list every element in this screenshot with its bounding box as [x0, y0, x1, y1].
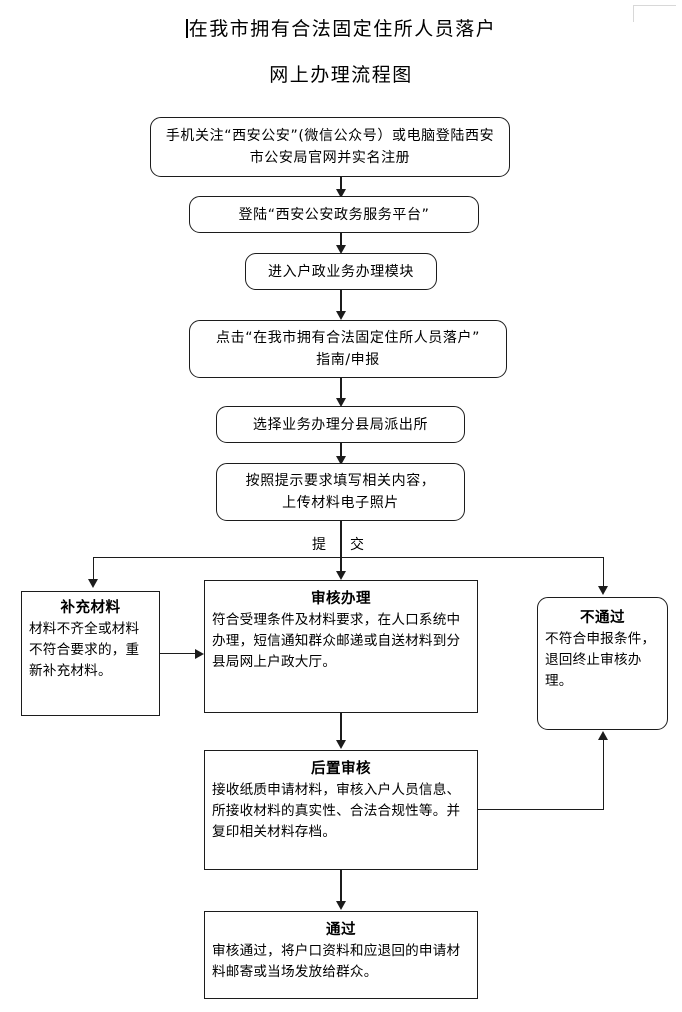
node-reject[interactable]: 不通过 不符合申报条件，退回终止审核办理。	[537, 597, 668, 730]
node-reject-body: 不符合申报条件，退回终止审核办理。	[545, 631, 656, 689]
branch-bus-horizontal	[93, 557, 604, 559]
node-step4[interactable]: 点击“在我市拥有合法固定住所人员落户” 指南/申报	[189, 320, 507, 378]
node-pass[interactable]: 通过 审核通过，将户口资料和应退回的申请材料邮寄或当场发放给群众。	[204, 911, 478, 999]
connector-postreview-reject-horizontal	[478, 809, 603, 811]
node-step2[interactable]: 登陆“西安公安政务服务平台”	[189, 196, 479, 233]
arrow-postreview-pass	[336, 901, 346, 910]
title-line-2: 网上办理流程图	[269, 64, 413, 86]
node-step2-line1: 登陆“西安公安政务服务平台”	[238, 206, 430, 223]
connector-supplement-review	[160, 653, 196, 655]
connector-step6-bus	[340, 521, 342, 557]
arrow-bus-review	[336, 571, 346, 580]
text-caret	[185, 19, 188, 38]
arrow-bus-reject	[598, 586, 608, 595]
connector-postreview-pass	[340, 870, 342, 903]
node-step3[interactable]: 进入户政业务办理模块	[245, 253, 437, 290]
node-step5[interactable]: 选择业务办理分县局派出所	[216, 406, 465, 443]
arrow-step2-step3	[336, 245, 346, 254]
connector-step5-step6	[340, 443, 342, 458]
arrow-bus-supplement	[88, 579, 98, 588]
title-line-1-text: 在我市拥有合法固定住所人员落户	[188, 18, 497, 40]
node-review[interactable]: 审核办理 符合受理条件及材料要求，在人口系统中办理，短信通知群众邮递或自送材料到…	[204, 580, 478, 713]
node-postreview-body: 接收纸质申请材料，审核入户人员信息、所接收材料的真实性、合法合规性等。并复印相关…	[212, 782, 461, 840]
node-step6[interactable]: 按照提示要求填写相关内容， 上传材料电子照片	[216, 463, 465, 521]
node-supplement[interactable]: 补充材料 材料不齐全或材料不符合要求的，重新补充材料。	[21, 591, 160, 716]
node-review-title: 审核办理	[311, 591, 371, 607]
crop-mark-top-right	[633, 5, 676, 22]
arrow-supplement-review	[195, 649, 204, 659]
node-reject-title: 不通过	[580, 610, 625, 626]
connector-step2-step3	[340, 233, 342, 247]
arrow-review-postreview	[336, 740, 346, 749]
node-pass-body: 审核通过，将户口资料和应退回的申请材料邮寄或当场发放给群众。	[212, 943, 461, 980]
arrow-step4-step5	[336, 398, 346, 407]
edge-label-submit-right: 交	[348, 536, 367, 554]
arrow-step5-step6	[336, 456, 346, 465]
node-step1-line1: 手机关注“西安公安”(微信公众号）或电脑登陆西安	[165, 128, 495, 144]
connector-postreview-reject-vertical	[602, 740, 604, 810]
branch-center-vertical	[340, 557, 342, 573]
node-postreview-title: 后置审核	[311, 761, 371, 777]
node-step6-line2: 上传材料电子照片	[282, 495, 399, 511]
node-supplement-body: 材料不齐全或材料不符合要求的，重新补充材料。	[29, 621, 140, 679]
node-step4-line2: 指南/申报	[316, 352, 380, 368]
node-pass-title: 通过	[326, 922, 356, 938]
node-step1-line2: 市公安局官网并实名注册	[249, 150, 411, 166]
connector-step3-step4	[340, 290, 342, 313]
node-step4-line1: 点击“在我市拥有合法固定住所人员落户”	[216, 330, 480, 346]
arrow-postreview-reject	[598, 731, 608, 740]
node-step1[interactable]: 手机关注“西安公安”(微信公众号）或电脑登陆西安 市公安局官网并实名注册	[150, 117, 510, 177]
page-title: 在我市拥有合法固定住所人员落户 网上办理流程图	[0, 14, 682, 90]
node-postreview[interactable]: 后置审核 接收纸质申请材料，审核入户人员信息、所接收材料的真实性、合法合规性等。…	[204, 750, 478, 870]
connector-step4-step5	[340, 378, 342, 400]
arrow-step3-step4	[336, 311, 346, 320]
title-line-1: 在我市拥有合法固定住所人员落户	[0, 14, 682, 44]
node-step5-line1: 选择业务办理分县局派出所	[252, 416, 429, 433]
connector-step1-step2	[340, 177, 342, 191]
node-step3-line1: 进入户政业务办理模块	[268, 263, 414, 280]
arrow-step1-step2	[336, 189, 346, 198]
node-step6-line1: 按照提示要求填写相关内容，	[245, 473, 436, 489]
node-review-body: 符合受理条件及材料要求，在人口系统中办理，短信通知群众邮递或自送材料到分县局网上…	[212, 612, 461, 670]
edge-label-submit-left: 提	[310, 536, 329, 554]
branch-right-vertical	[602, 557, 604, 588]
branch-left-vertical	[92, 557, 94, 581]
node-supplement-title: 补充材料	[60, 600, 121, 616]
connector-review-postreview	[340, 713, 342, 742]
